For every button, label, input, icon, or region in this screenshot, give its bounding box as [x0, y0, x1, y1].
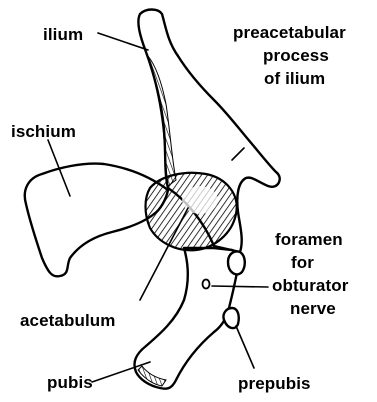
label-foramen-line4: nerve — [290, 299, 336, 318]
label-preacetabular-line1: preacetabular — [233, 23, 346, 42]
label-ilium: ilium — [43, 25, 83, 44]
label-preacetabular-line2: process — [263, 46, 329, 65]
label-foramen-line1: foramen — [275, 230, 343, 249]
label-acetabulum: acetabulum — [20, 311, 115, 330]
upper-knob — [228, 251, 245, 274]
foramen-leader — [212, 286, 268, 287]
label-ischium: ischium — [11, 122, 76, 141]
label-prepubis: prepubis — [238, 374, 311, 393]
label-pubis: pubis — [47, 373, 93, 392]
obturator-foramen — [203, 280, 210, 289]
prepubis-knob — [223, 308, 238, 328]
prepubis-leader — [236, 326, 254, 368]
label-foramen-line3: obturator — [272, 276, 349, 295]
label-preacetabular-line3: of ilium — [264, 69, 325, 88]
label-foramen-line2: for — [291, 253, 314, 272]
